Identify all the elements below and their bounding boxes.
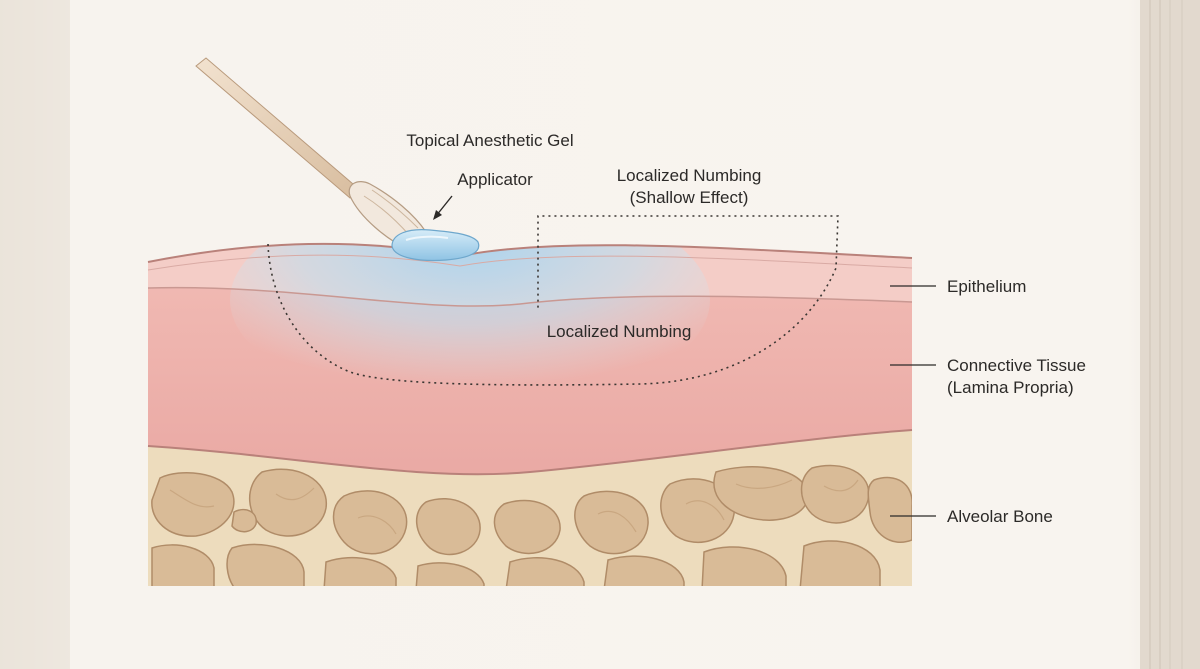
gel-label: Topical Anesthetic Gel bbox=[406, 131, 573, 150]
numbing-inner-label: Localized Numbing bbox=[547, 322, 692, 341]
marrow-space bbox=[415, 562, 485, 586]
connective-label-line1: Connective Tissue bbox=[947, 356, 1086, 375]
numbing-zone-label-line2: (Shallow Effect) bbox=[630, 188, 749, 207]
bone-boundary bbox=[147, 429, 913, 476]
marrow-space bbox=[323, 556, 397, 586]
gel-highlight bbox=[405, 235, 449, 241]
marrow-space bbox=[505, 557, 585, 586]
marrow-space bbox=[151, 472, 235, 537]
epithelium-boundary bbox=[147, 286, 913, 307]
marrow-space bbox=[151, 544, 215, 586]
marrow-space bbox=[231, 508, 257, 533]
marrow-space bbox=[867, 476, 912, 543]
epithelium-label: Epithelium bbox=[947, 277, 1026, 296]
marrow-space bbox=[416, 498, 481, 556]
trabecula-line bbox=[685, 500, 725, 521]
trabecula-line bbox=[823, 479, 859, 492]
trabecula-line bbox=[275, 487, 315, 501]
cotton-fiber bbox=[371, 189, 419, 229]
marrow-space bbox=[332, 490, 408, 555]
marrow-space bbox=[574, 490, 649, 555]
bone-label: Alveolar Bone bbox=[947, 507, 1053, 526]
numbing-zone-label-line1: Localized Numbing bbox=[617, 166, 762, 185]
trabecula-line bbox=[597, 510, 637, 533]
numbing-zone-outline bbox=[267, 215, 839, 386]
epithelium-inner-line bbox=[147, 254, 913, 271]
marrow-space bbox=[603, 555, 685, 586]
marrow-space bbox=[248, 468, 327, 537]
trabecular-bone-spaces bbox=[151, 464, 912, 586]
trabecula-line bbox=[735, 479, 793, 489]
marrow-space bbox=[799, 540, 881, 586]
marrow-space bbox=[713, 466, 809, 521]
connective-label-line2: (Lamina Propria) bbox=[947, 378, 1074, 397]
marrow-space bbox=[493, 499, 561, 555]
marrow-space bbox=[226, 543, 305, 586]
applicator-arrow bbox=[433, 195, 453, 220]
trabecula-line bbox=[357, 515, 397, 535]
marrow-space bbox=[800, 464, 870, 524]
page-edge-left bbox=[0, 0, 70, 669]
trabecula-line bbox=[169, 489, 215, 508]
applicator-label: Applicator bbox=[457, 170, 533, 189]
marrow-space bbox=[701, 546, 787, 586]
